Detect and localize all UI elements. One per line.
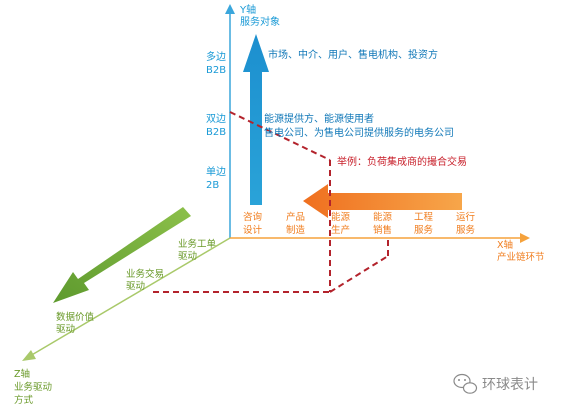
x-stage-3-line2: 生产 xyxy=(331,224,350,236)
z-level-3-line2: 驱动 xyxy=(56,324,75,335)
y-big-arrow xyxy=(243,34,269,205)
z-level-3-line1: 数据价值 xyxy=(56,311,95,323)
y-level-multi-desc: 市场、中介、用户、售电机构、投资方 xyxy=(268,48,438,61)
x-axis-label: 产业链环节 xyxy=(497,251,545,263)
x-stage-6-line1: 运行 xyxy=(456,211,476,223)
x-stage-4-line1: 能源 xyxy=(373,211,393,223)
y-axis-arrowhead xyxy=(225,4,235,14)
z-level-1-line1: 业务工单 xyxy=(178,238,217,250)
x-stage-2-line2: 制造 xyxy=(286,224,306,236)
z-axis-name: Z轴 xyxy=(14,368,30,380)
y-level-bilateral-line1: 双边 xyxy=(206,113,226,125)
y-axis-label: 服务对象 xyxy=(240,15,280,28)
x-stage-1-line1: 咨询 xyxy=(243,211,262,223)
z-big-arrow xyxy=(53,207,191,303)
z-axis-line xyxy=(29,237,231,357)
y-level-bilateral-line2: B2B xyxy=(206,127,226,138)
x-axis-name: X轴 xyxy=(497,239,513,251)
watermark-text: 环球表计 xyxy=(482,377,538,393)
x-big-arrow xyxy=(303,184,462,218)
z-axis-arrowhead xyxy=(22,350,36,361)
z-axis-label-line1: 业务驱动 xyxy=(14,381,52,393)
z-level-2-line2: 驱动 xyxy=(126,281,145,292)
y-level-bilateral-desc2: 售电公司、为售电公司提供服务的电务公司 xyxy=(264,126,454,139)
y-level-multi-line2: B2B xyxy=(206,65,226,76)
y-level-single-line2: 2B xyxy=(206,180,219,191)
x-stage-5-line2: 服务 xyxy=(414,224,434,236)
wechat-icon xyxy=(453,373,478,394)
example-projection-lines xyxy=(153,111,389,293)
x-stage-1-line2: 设计 xyxy=(243,224,263,236)
x-stage-6-line2: 服务 xyxy=(456,224,476,236)
z-axis-label-line2: 方式 xyxy=(14,394,34,406)
x-stage-2-line1: 产品 xyxy=(286,211,305,223)
y-level-multi-line1: 多边 xyxy=(206,50,226,63)
y-level-single-line1: 单边 xyxy=(206,166,226,178)
x-axis-arrowhead xyxy=(520,233,530,243)
z-level-1-line2: 驱动 xyxy=(178,251,197,262)
x-stage-5-line1: 工程 xyxy=(414,212,434,223)
x-stage-3-line1: 能源 xyxy=(331,211,351,223)
y-axis-name: Y轴 xyxy=(239,3,256,16)
x-stage-4-line2: 销售 xyxy=(373,224,392,236)
example-label: 举例：负荷集成商的撮合交易 xyxy=(337,155,467,168)
z-level-2-line1: 业务交易 xyxy=(126,268,164,280)
y-level-bilateral-desc1: 能源提供方、能源使用者 xyxy=(264,112,374,125)
